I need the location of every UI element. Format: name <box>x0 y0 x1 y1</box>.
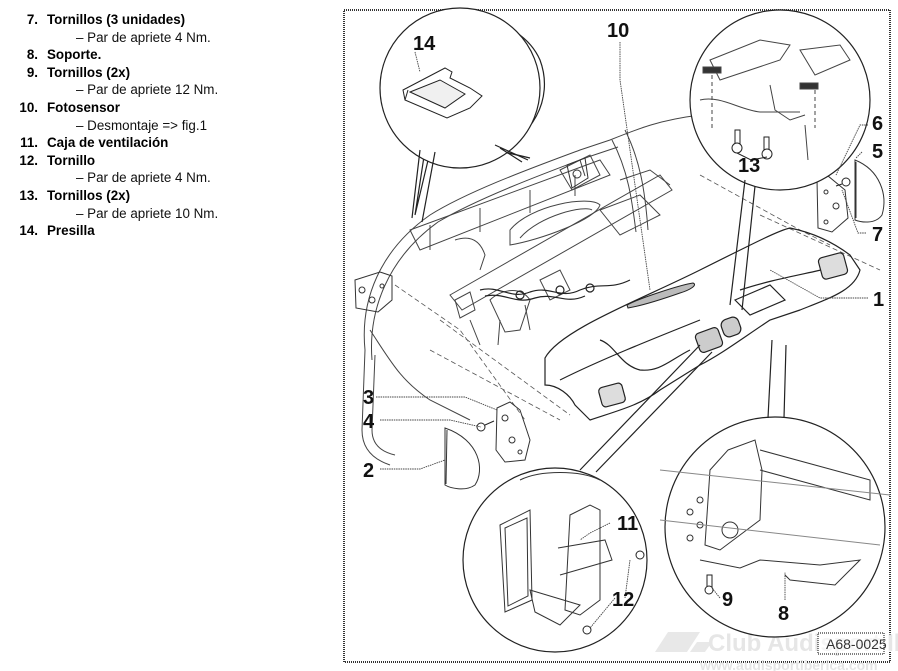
legend-item-note: – Par de apriete 4 Nm. <box>0 169 330 187</box>
callout-14: 14 <box>413 33 436 55</box>
bracket-3 <box>495 401 531 463</box>
callout-7: 7 <box>872 224 883 246</box>
ventilation-box-11 <box>499 472 613 626</box>
side-cover-2 <box>444 427 481 490</box>
callout-9: 9 <box>722 589 733 611</box>
legend-item: 7. Tornillos (3 unidades) <box>0 11 330 29</box>
legend-item: 13. Tornillos (2x) <box>0 187 330 205</box>
legend-item-label: Tornillos (2x) <box>47 64 131 80</box>
photosensor-slot <box>626 282 695 309</box>
legend-note-text: – Par de apriete 10 Nm. <box>76 205 219 221</box>
detail-13-parts <box>699 39 851 161</box>
callout-8: 8 <box>778 603 789 625</box>
screws-12 <box>582 550 645 635</box>
wiring-harness <box>479 279 631 301</box>
legend-note-text: – Desmontaje => fig.1 <box>76 117 208 133</box>
screw-9 <box>704 574 714 595</box>
legend-item: 10. Fotosensor <box>0 99 330 117</box>
screw-4 <box>476 420 495 432</box>
car-body-outline <box>361 114 701 466</box>
legend-item: 8. Soporte. <box>0 46 330 64</box>
legend-item-number: 9. <box>26 64 38 80</box>
legend-item: 11. Caja de ventilación <box>0 134 330 152</box>
callout-10: 10 <box>607 20 629 42</box>
callout-6: 6 <box>872 113 883 135</box>
leader-lines <box>376 42 868 629</box>
legend-item-label: Tornillos (2x) <box>47 187 131 203</box>
legend-item-label: Fotosensor <box>47 99 120 115</box>
legend-item-note: – Par de apriete 4 Nm. <box>0 29 330 47</box>
legend-item-number: 8. <box>26 47 38 63</box>
legend-item: 14. Presilla <box>0 222 330 240</box>
legend-item-note: – Desmontaje => fig.1 <box>0 117 330 135</box>
legend-item-label: Caja de ventilación <box>47 135 169 151</box>
legend-item-label: Tornillos (3 unidades) <box>47 12 186 27</box>
legend-item-note: – Par de apriete 12 Nm. <box>0 81 330 99</box>
detail-circle-8-9 <box>664 339 886 638</box>
assembly-dash-lines <box>394 174 881 421</box>
legend-item-number: 13. <box>19 187 38 203</box>
callout-13: 13 <box>738 155 760 177</box>
cover-5 <box>854 159 885 223</box>
screws-13 <box>731 129 773 161</box>
legend-note-text: – Par de apriete 12 Nm. <box>76 82 219 98</box>
callout-3: 3 <box>363 387 374 409</box>
legend-item-note: – Par de apriete 10 Nm. <box>0 205 330 223</box>
clip-14 <box>402 67 483 119</box>
figure-code: A68-0025 <box>817 632 887 655</box>
callout-11: 11 <box>617 513 638 535</box>
legend-item-number: 12. <box>19 152 38 168</box>
parts-legend: 7. Tornillos (3 unidades) – Par de apriete… <box>0 11 330 240</box>
callout-12: 12 <box>612 589 634 611</box>
diagram-frame <box>343 9 891 663</box>
crossmember-assembly <box>449 154 673 346</box>
callout-5: 5 <box>872 141 883 163</box>
legend-note-text: – Par de apriete 4 Nm. <box>76 29 211 45</box>
legend-item-number: 14. <box>19 223 38 239</box>
legend-note-text: – Par de apriete 4 Nm. <box>76 170 211 186</box>
screw-7 <box>835 177 851 187</box>
left-bracket <box>354 271 393 313</box>
legend-item-number: 10. <box>19 99 38 115</box>
legend-item-label: Tornillo <box>47 152 96 168</box>
callout-labels: 1 2 3 4 5 6 7 8 9 10 11 12 13 14 <box>363 20 884 625</box>
watermark-url: www.audisportiberica.com <box>699 657 878 671</box>
legend-item: 9. Tornillos (2x) <box>0 64 330 82</box>
legend-item-label: Soporte. <box>47 47 102 63</box>
figure-code-label: A68-0025 <box>826 636 887 652</box>
callout-2: 2 <box>363 460 374 482</box>
bracket-8-detail <box>659 439 891 586</box>
callout-1: 1 <box>873 289 884 311</box>
legend-item-number: 11. <box>20 135 38 151</box>
legend-item: 12. Tornillo <box>0 152 330 170</box>
dashboard-panel <box>544 227 861 421</box>
callout-4: 4 <box>363 411 375 433</box>
detail-circle-14 <box>379 7 545 223</box>
legend-item-number: 7. <box>26 12 38 27</box>
legend-item-label: Presilla <box>47 223 95 239</box>
side-mount-plate <box>566 157 589 189</box>
